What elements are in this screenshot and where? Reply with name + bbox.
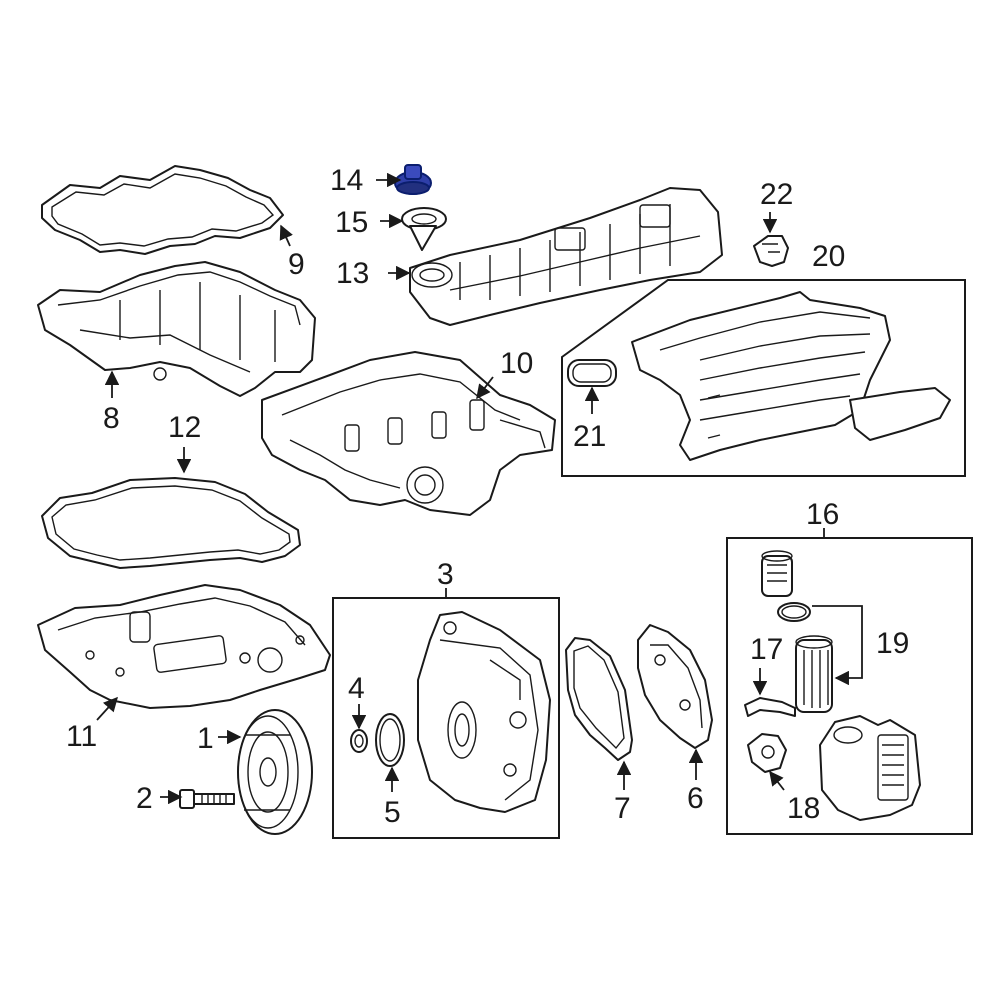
part-3-timing-cover[interactable] (417, 611, 551, 813)
part-7-gasket[interactable] (565, 637, 633, 761)
callout-13: 13 (336, 257, 369, 290)
callout-6: 6 (687, 782, 704, 815)
part-17-pipe[interactable] (744, 697, 796, 717)
group-box-20 (561, 279, 966, 477)
part-5-o-ring[interactable] (375, 713, 405, 767)
callout-14: 14 (330, 164, 363, 197)
callout-15: 15 (335, 206, 368, 239)
callout-11: 11 (66, 720, 97, 753)
callout-5: 5 (384, 796, 401, 829)
callout-20: 20 (812, 240, 845, 273)
callout-3: 3 (437, 558, 454, 591)
callout-16: 16 (806, 498, 839, 531)
part-18-bracket[interactable] (747, 733, 787, 773)
part-2-bolt[interactable] (179, 789, 235, 809)
callout-12: 12 (168, 411, 201, 444)
part-11-oil-pan-lower[interactable] (37, 584, 331, 709)
part-13-valve-cover[interactable] (409, 187, 723, 326)
callout-10: 10 (500, 347, 533, 380)
part-19-oil-filter-element[interactable] (795, 635, 833, 713)
callout-4: 4 (348, 672, 365, 705)
callout-2: 2 (136, 782, 153, 815)
group-box-16 (726, 537, 973, 835)
part-8-oil-pan-upper[interactable] (37, 261, 316, 397)
part-22-sensor[interactable] (753, 235, 789, 267)
callout-18: 18 (787, 792, 820, 825)
callout-9: 9 (288, 248, 305, 281)
callout-1: 1 (197, 722, 214, 755)
callout-21: 21 (573, 420, 606, 453)
part-4-seal[interactable] (350, 729, 368, 753)
part-14-oil-filler-cap[interactable] (394, 164, 432, 195)
callout-17: 17 (750, 633, 783, 666)
part-12-gasket[interactable] (41, 477, 301, 569)
callout-labels: 1 2 3 4 5 6 7 8 9 10 11 12 13 14 15 16 1… (66, 164, 909, 829)
part-20-oil-cooler[interactable] (631, 291, 951, 461)
part-19-o-ring[interactable] (777, 602, 811, 622)
part-1-crankshaft-pulley[interactable] (237, 709, 313, 835)
callout-22: 22 (760, 178, 793, 211)
part-16-oil-filter-housing[interactable] (819, 715, 921, 821)
part-6-cover[interactable] (637, 624, 713, 749)
part-16-oil-filter-housing-top[interactable] (761, 550, 793, 597)
callout-7: 7 (614, 792, 631, 825)
part-9-oil-pan-gasket[interactable] (41, 165, 284, 255)
leader-lines (96, 172, 863, 805)
callout-19: 19 (876, 627, 909, 660)
part-15-seal[interactable] (401, 207, 447, 251)
callout-8: 8 (103, 402, 120, 435)
part-21-o-ring[interactable] (567, 359, 617, 387)
